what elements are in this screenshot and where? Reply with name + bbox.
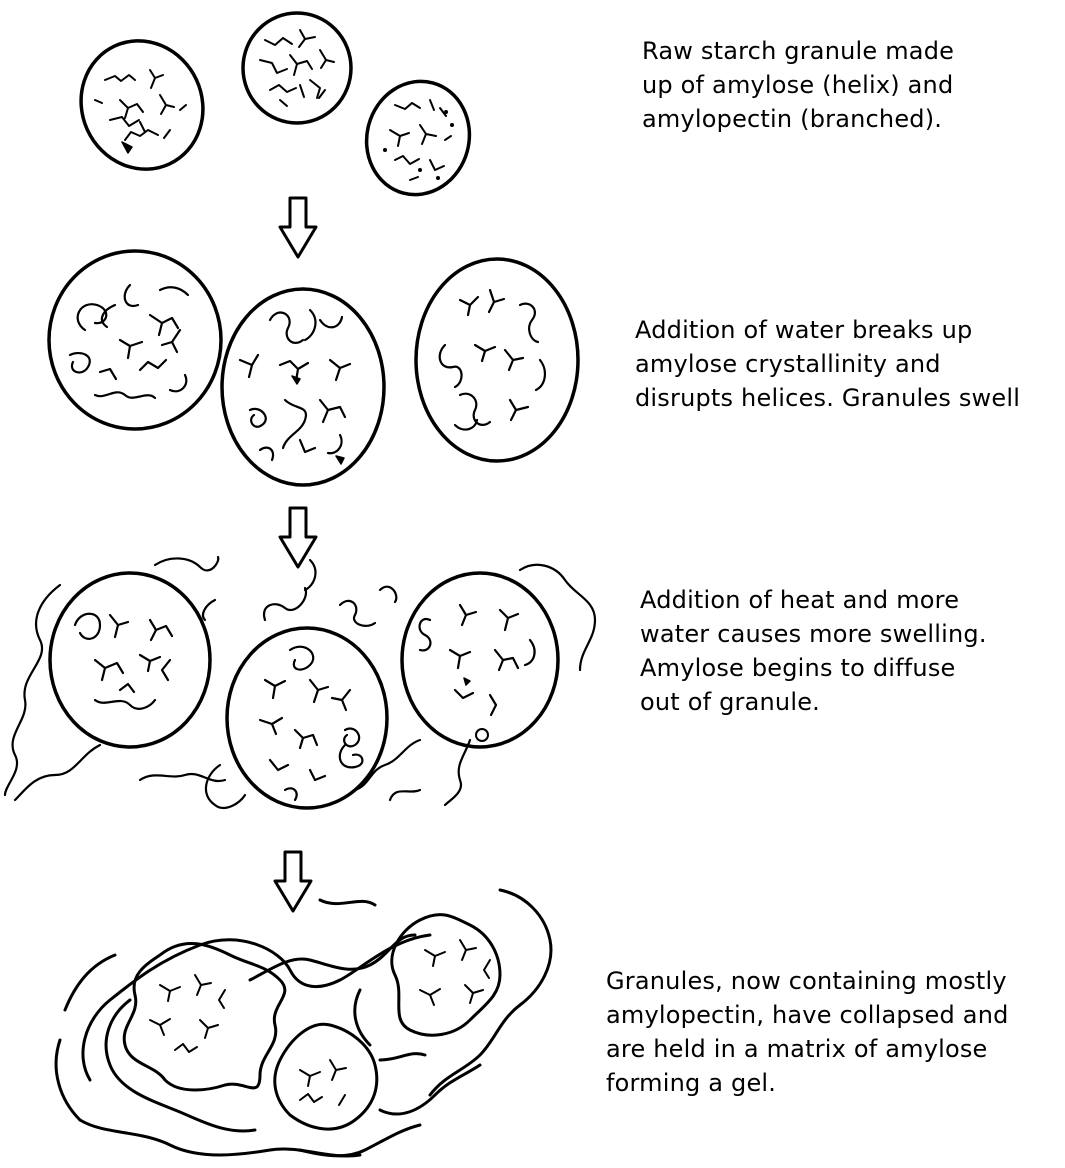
gel-amylopectin-branches <box>150 940 490 1105</box>
caption-line: are held in a matrix of amylose <box>606 1032 1009 1066</box>
water-granule-right <box>416 259 578 461</box>
diffusing-amylose-strands <box>5 557 595 808</box>
heat-granule-left <box>50 573 210 747</box>
heat-granule-center <box>227 628 387 808</box>
caption-line: amylopectin (branched). <box>642 102 954 136</box>
heat-granule-right <box>402 573 558 747</box>
caption-gel-formation: Granules, now containing mostly amylopec… <box>606 964 1009 1100</box>
caption-line: amylose crystallinity and <box>635 347 1020 381</box>
down-arrow-1 <box>280 198 316 257</box>
collapsed-granules <box>124 915 500 1130</box>
stage-heat-granules <box>5 557 595 808</box>
caption-line: Raw starch granule made <box>642 34 954 68</box>
caption-line: Addition of water breaks up <box>635 313 1020 347</box>
raw-granule-top <box>243 13 351 123</box>
caption-line: forming a gel. <box>606 1066 1009 1100</box>
caption-heat-addition: Addition of heat and more water causes m… <box>640 583 987 719</box>
raw-granule-right <box>354 70 482 207</box>
stage-raw-granules <box>60 13 482 206</box>
caption-line: Granules, now containing mostly <box>606 964 1009 998</box>
water-granule-center <box>222 289 384 485</box>
caption-water-addition: Addition of water breaks up amylose crys… <box>635 313 1020 415</box>
stage-gel-matrix <box>56 890 551 1156</box>
caption-line: out of granule. <box>640 685 987 719</box>
caption-line: amylopectin, have collapsed and <box>606 998 1009 1032</box>
caption-line: water causes more swelling. <box>640 617 987 651</box>
caption-line: Addition of heat and more <box>640 583 987 617</box>
down-arrow-2 <box>280 508 316 567</box>
stage-water-granules <box>49 251 578 485</box>
raw-granule-left <box>60 21 224 190</box>
water-granule-left <box>49 251 221 429</box>
caption-line: Amylose begins to diffuse <box>640 651 987 685</box>
caption-line: disrupts helices. Granules swell <box>635 381 1020 415</box>
down-arrow-3 <box>275 852 311 911</box>
caption-raw-starch: Raw starch granule made up of amylose (h… <box>642 34 954 136</box>
caption-line: up of amylose (helix) and <box>642 68 954 102</box>
